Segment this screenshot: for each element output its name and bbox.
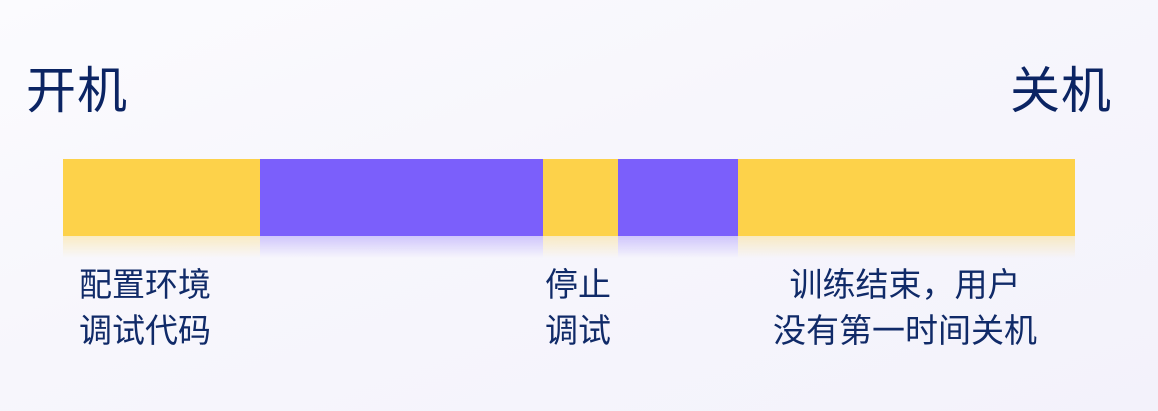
label-stop: 停止 调试 xyxy=(545,262,611,354)
timeline-bar xyxy=(63,159,1075,236)
label-stop-line1: 停止 xyxy=(545,265,611,304)
segment-idle-stop xyxy=(543,159,618,236)
label-end-line1: 训练结束，用户 xyxy=(789,265,1021,304)
label-setup-line2: 调试代码 xyxy=(79,311,211,350)
start-title: 开机 xyxy=(26,62,128,120)
segment-training-1 xyxy=(260,159,543,236)
segment-idle-setup xyxy=(63,159,260,236)
segment-training-2 xyxy=(618,159,738,236)
end-title: 关机 xyxy=(1010,62,1112,120)
label-setup: 配置环境 调试代码 xyxy=(79,262,211,354)
label-end: 训练结束，用户 没有第一时间关机 xyxy=(746,262,1064,354)
label-setup-line1: 配置环境 xyxy=(79,265,211,304)
segment-idle-end xyxy=(738,159,1075,236)
label-stop-line2: 调试 xyxy=(545,311,611,350)
label-end-line2: 没有第一时间关机 xyxy=(773,311,1037,350)
